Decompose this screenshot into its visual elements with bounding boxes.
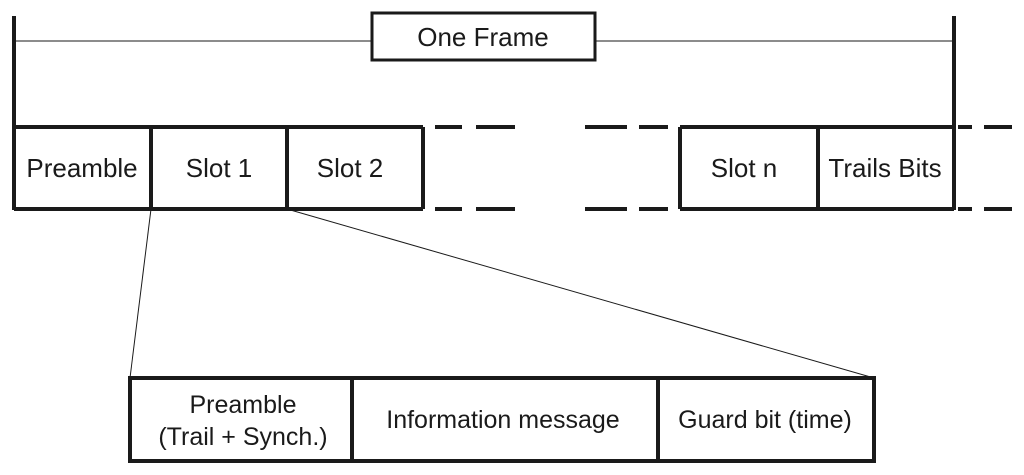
dashed-continuation-left [435, 125, 515, 211]
one-frame-label: One Frame [417, 22, 549, 52]
field-preamble: Preamble [26, 153, 137, 183]
field-trails-bits: Trails Bits [828, 153, 941, 183]
slot-information-message: Information message [386, 406, 619, 434]
field-slot-1: Slot 1 [186, 153, 253, 183]
dashed-continuation-end [958, 125, 1012, 211]
one-frame-label-box [370, 11, 597, 62]
zoom-line-left [129, 208, 152, 379]
slot-detail-box [128, 376, 876, 463]
slot-guard-bit: Guard bit (time) [678, 406, 852, 434]
dashed-continuation-right [585, 125, 668, 211]
field-slot-2: Slot 2 [317, 153, 384, 183]
slot-preamble-line2: (Trail + Synch.) [158, 423, 327, 451]
slot-preamble-line1: Preamble [190, 391, 297, 419]
field-slot-n: Slot n [711, 153, 778, 183]
zoom-line-right [286, 208, 875, 379]
